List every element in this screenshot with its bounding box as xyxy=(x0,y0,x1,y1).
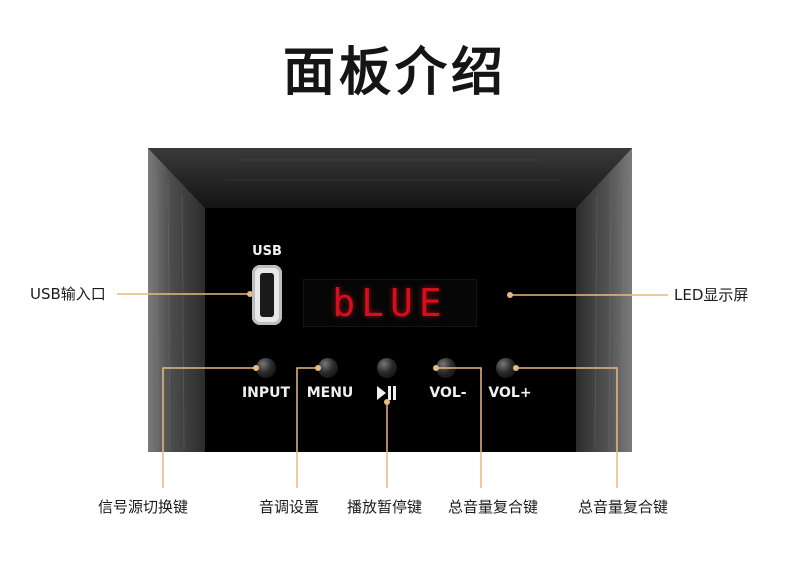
vol-plus-button-callout: 总音量复合键 xyxy=(578,498,669,516)
play-pause-button[interactable] xyxy=(377,358,397,378)
usb-input-callout: USB输入口 xyxy=(30,285,106,303)
play-pause-icon xyxy=(377,386,396,400)
vol-plus-button[interactable] xyxy=(496,358,516,378)
menu-button[interactable] xyxy=(318,358,338,378)
vol-plus-button-label: VOL+ xyxy=(488,385,532,401)
led-display: bLUE xyxy=(303,279,477,327)
page-title: 面板介绍 xyxy=(282,43,507,103)
play-pause-callout-dot xyxy=(384,399,390,405)
usb-port-label: USB xyxy=(252,244,282,259)
input-callout-dot xyxy=(253,365,259,371)
vol-minus-button-label: VOL- xyxy=(429,385,467,401)
led-display-callout: LED显示屏 xyxy=(674,286,749,304)
input-button-label: INPUT xyxy=(241,385,291,401)
vol-minus-button-callout: 总音量复合键 xyxy=(448,498,539,516)
vol-plus-callout-dot xyxy=(513,365,519,371)
usb-port[interactable] xyxy=(252,265,282,325)
menu-button-callout: 音调设置 xyxy=(259,498,320,516)
vol-minus-callout-dot xyxy=(433,365,439,371)
input-button-callout: 信号源切换键 xyxy=(98,498,189,516)
menu-button-label: MENU xyxy=(306,385,354,401)
led-display-text: bLUE xyxy=(332,281,448,325)
usb-callout-dot xyxy=(247,291,253,297)
play-pause-button-callout: 播放暂停键 xyxy=(347,498,423,516)
input-button[interactable] xyxy=(256,358,276,378)
menu-callout-dot xyxy=(315,365,321,371)
led-callout-dot xyxy=(507,292,513,298)
